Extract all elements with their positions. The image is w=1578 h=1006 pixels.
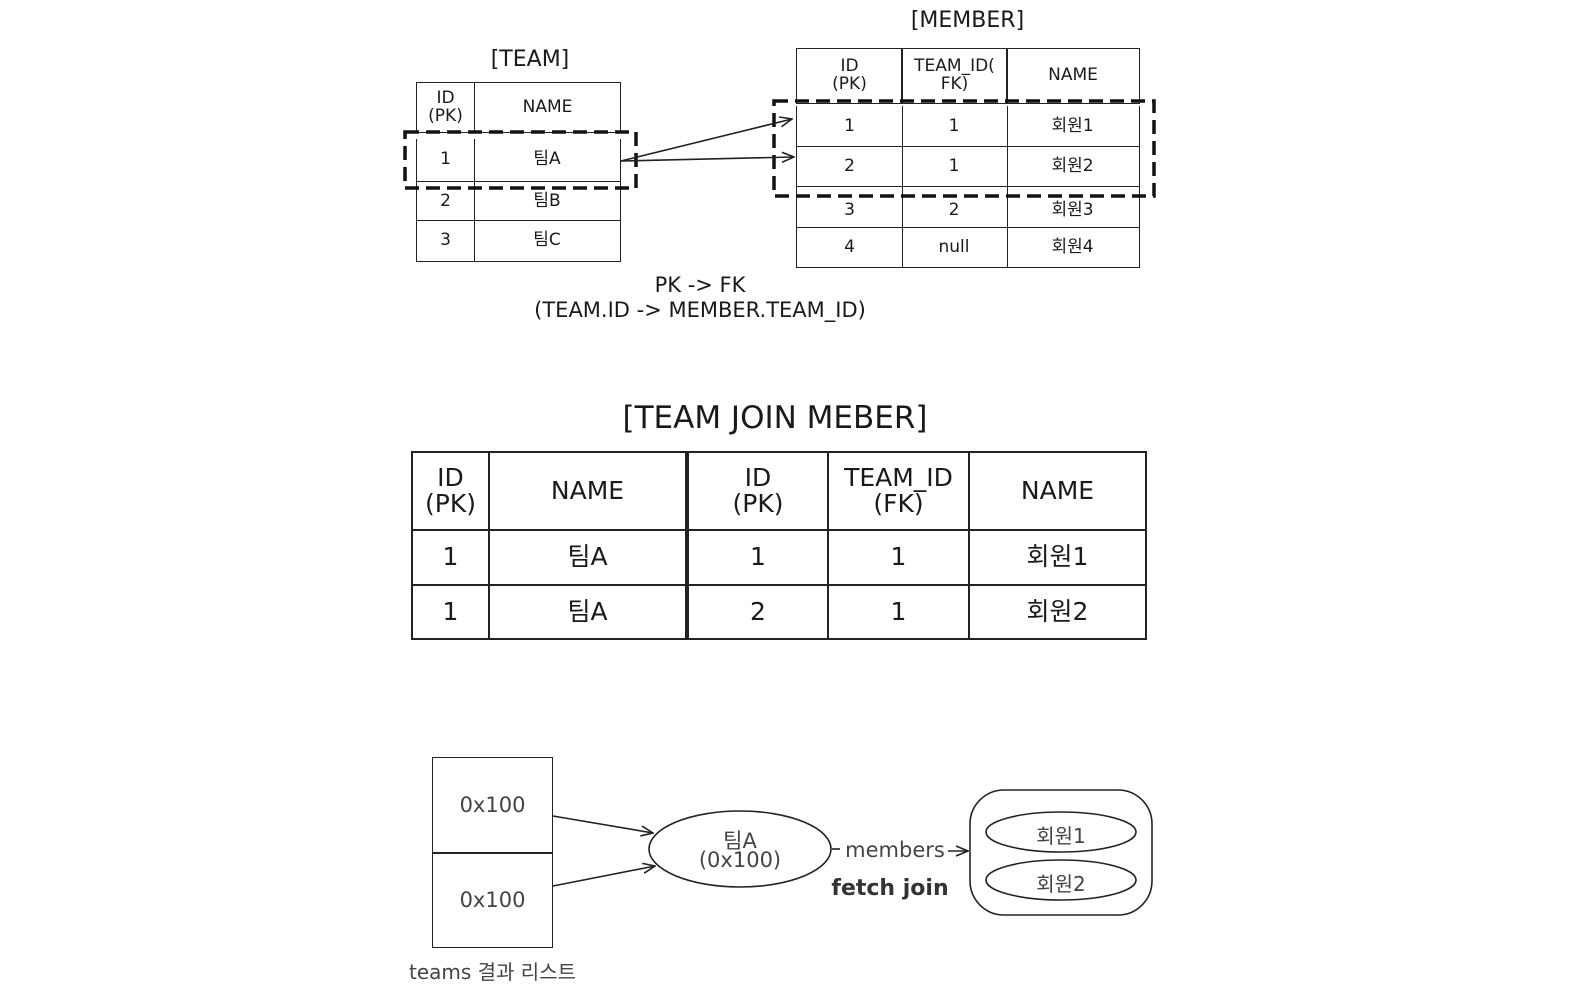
join-table-title: [TEAM JOIN MEBER]: [622, 400, 928, 436]
members-edge-label: members: [845, 838, 945, 862]
join-cell: 회원2: [968, 584, 1147, 640]
member-cell: 회원4: [1006, 227, 1140, 268]
join-header-member-team-id: TEAM_ID (FK): [827, 451, 970, 531]
member-cell: 1: [901, 106, 1008, 147]
fetch-join-label: fetch join: [831, 876, 949, 901]
team-entity-address: (0x100): [698, 848, 782, 872]
member-header-name: NAME: [1006, 48, 1140, 104]
member-table-title: [MEMBER]: [910, 8, 1025, 33]
member-cell: 2: [796, 146, 903, 187]
member-highlight-box: [772, 99, 1156, 198]
member-cell: 회원1: [1006, 106, 1140, 147]
team-table-title: [TEAM]: [490, 47, 570, 72]
team-cell: 팀B: [474, 181, 621, 221]
result-list-item: 0x100: [432, 757, 553, 854]
member-cell: 회원3: [1006, 186, 1140, 228]
member-entity-name: 회원1: [1036, 824, 1086, 848]
result-list-caption: teams 결과 리스트: [408, 960, 577, 984]
member-cell: 1: [796, 106, 903, 147]
relation-caption-line2: (TEAM.ID -> MEMBER.TEAM_ID): [534, 298, 866, 322]
member-header-id: ID (PK): [796, 48, 903, 104]
relation-arrow: [620, 157, 794, 161]
team-cell: 1: [416, 139, 475, 181]
team-cell: 팀A: [474, 139, 621, 181]
member-entity-ellipse: [985, 811, 1137, 853]
team-header-name: NAME: [474, 82, 621, 133]
result-list-item: 0x100: [432, 852, 553, 948]
member-cell: null: [901, 227, 1008, 268]
relation-arrow: [620, 119, 792, 162]
member-cell: 4: [796, 227, 903, 268]
team-cell: 팀C: [474, 220, 621, 262]
team-entity-ellipse: [648, 810, 832, 888]
member-entity-name: 회원2: [1036, 872, 1086, 896]
member-cell: 회원2: [1006, 146, 1140, 187]
member-cell: 3: [796, 186, 903, 228]
join-cell: 팀A: [488, 584, 687, 640]
member-entity-ellipse: [985, 859, 1137, 901]
member-cell: 2: [901, 186, 1008, 228]
relation-caption-line1: PK -> FK: [654, 273, 746, 297]
reference-arrow: [552, 815, 653, 833]
team-cell: 2: [416, 181, 475, 221]
team-header-id: ID (PK): [416, 82, 475, 133]
member-header-team-id: TEAM_ID( FK): [901, 48, 1008, 104]
team-entity-name: 팀A: [723, 829, 757, 853]
reference-arrow: [552, 866, 655, 887]
member-cell: 1: [901, 146, 1008, 187]
team-cell: 3: [416, 220, 475, 262]
